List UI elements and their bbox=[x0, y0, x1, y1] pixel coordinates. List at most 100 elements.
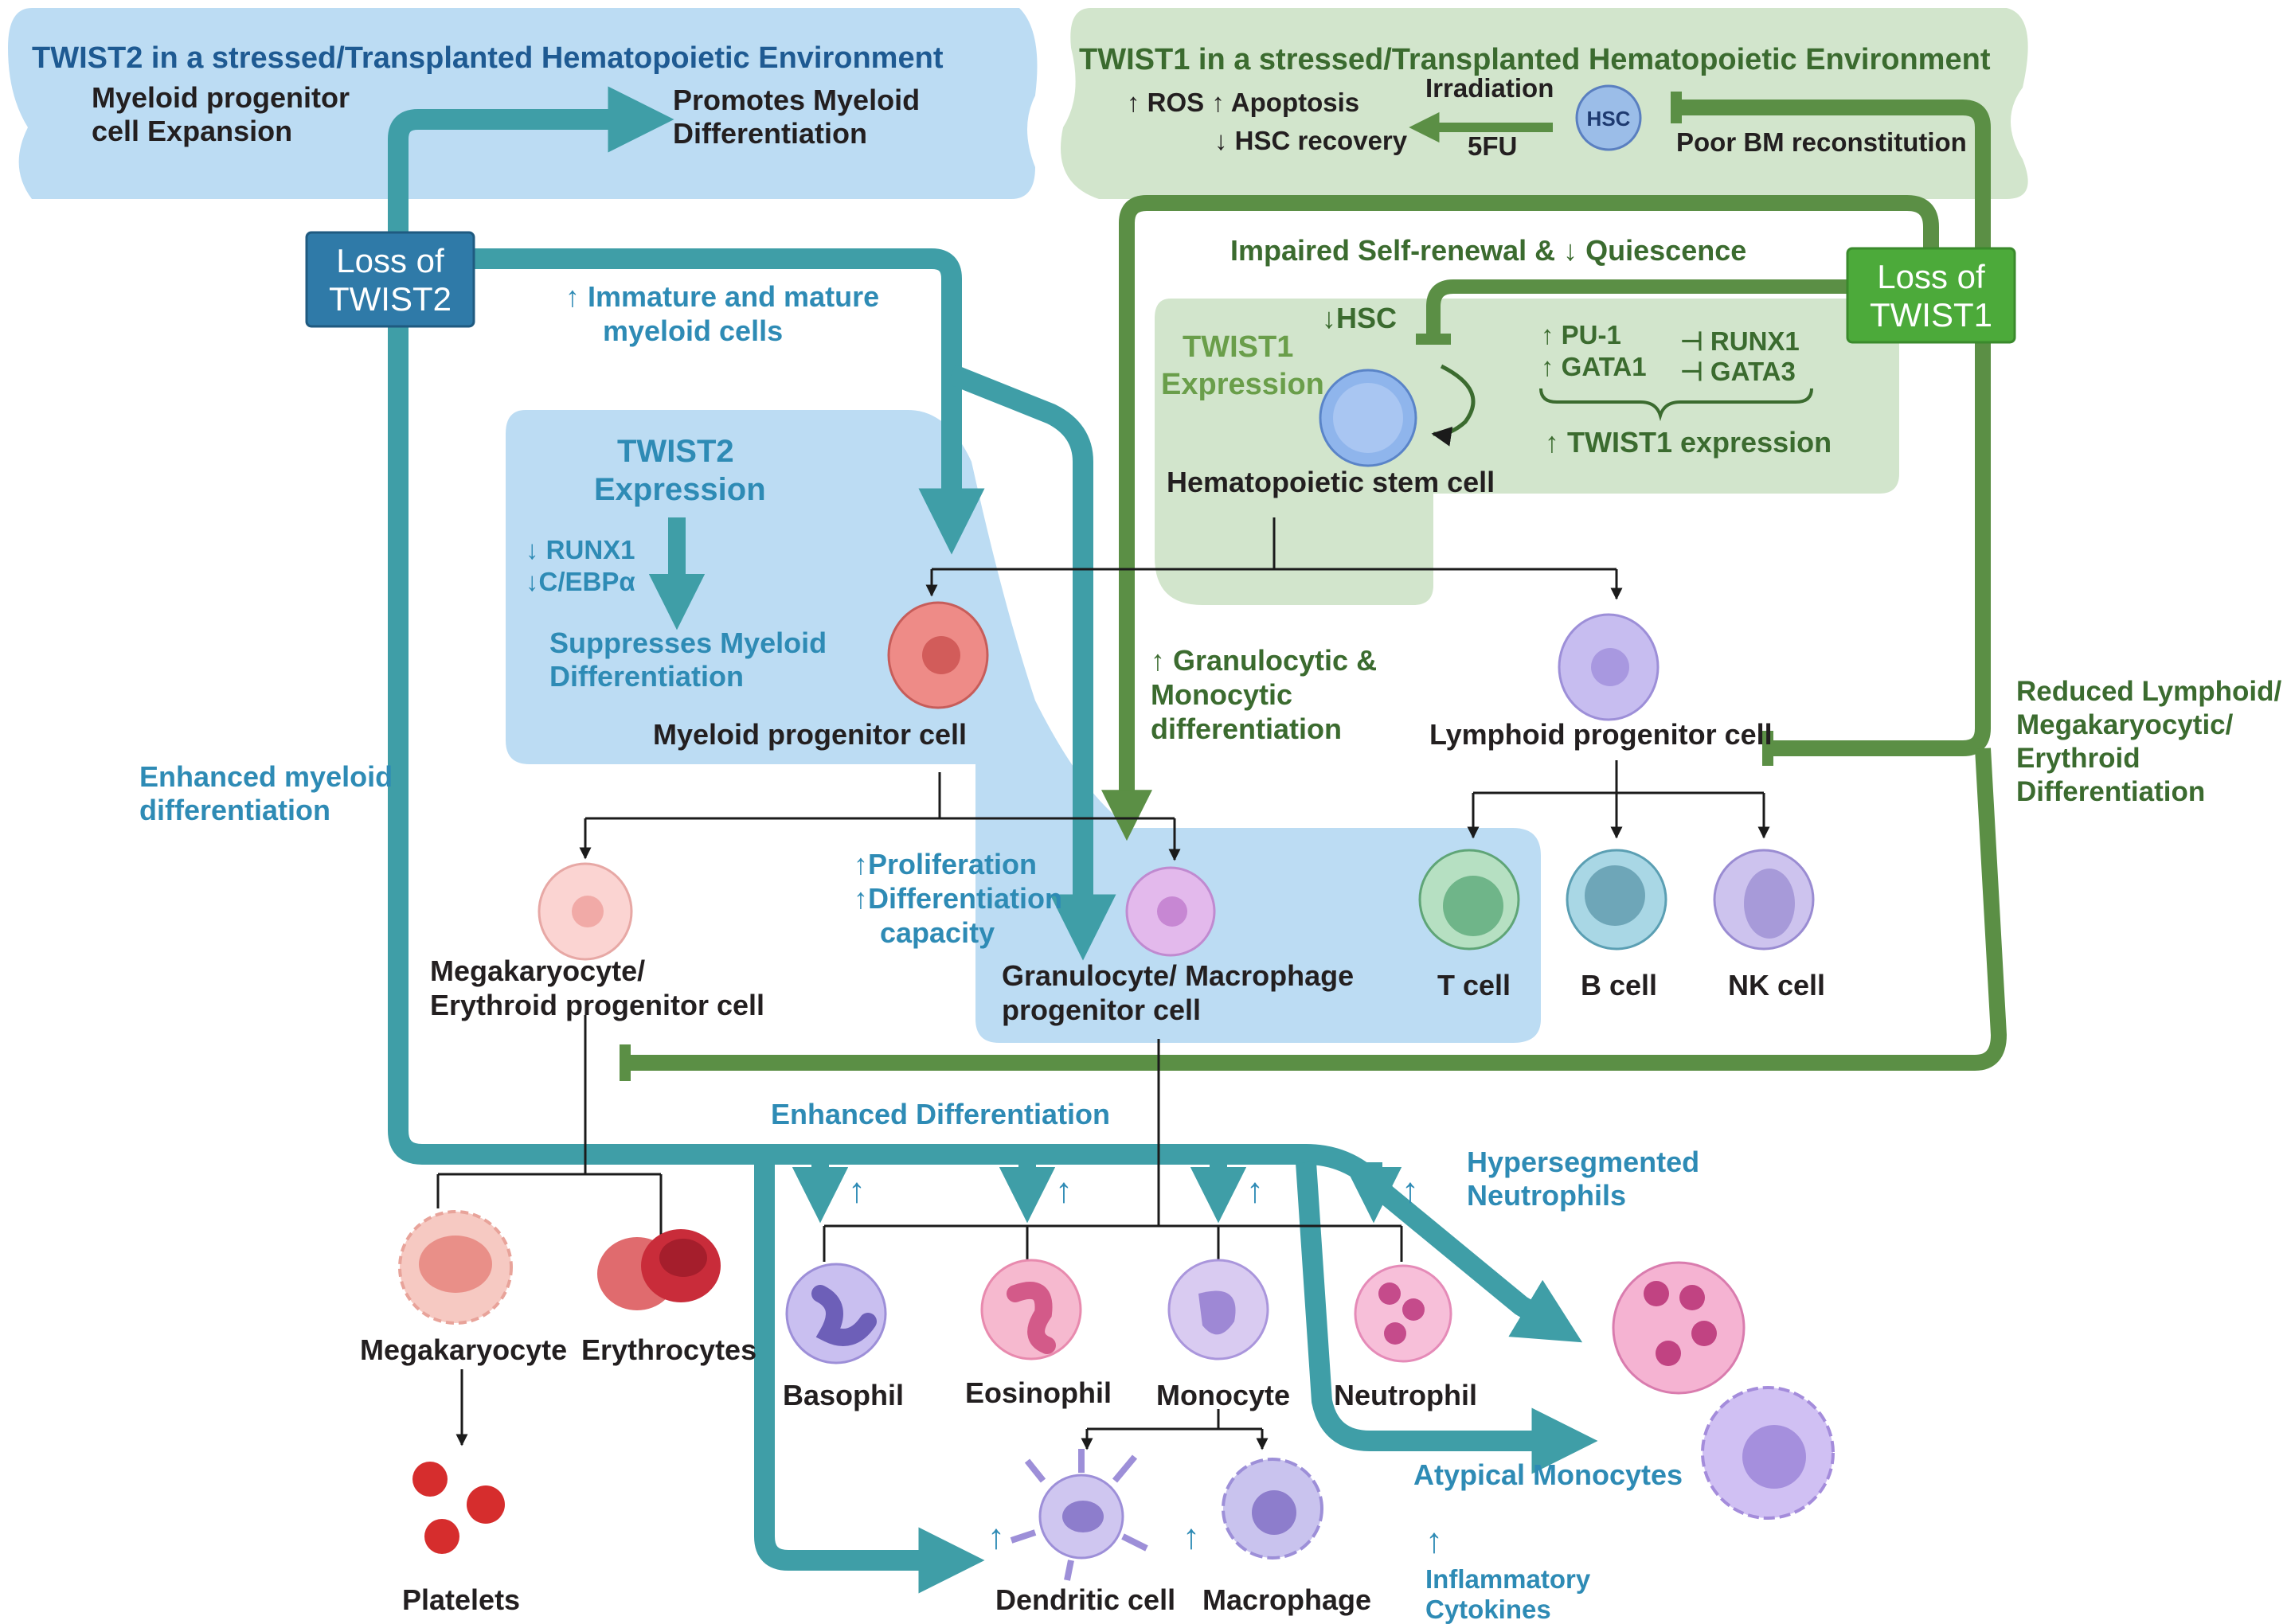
runx1-down-label: ↓ RUNX1 bbox=[526, 535, 635, 564]
hyperseg-line1: Hypersegmented bbox=[1467, 1146, 1699, 1178]
green-inhibit-lymphoid bbox=[1772, 338, 1991, 756]
gmp-cell bbox=[1125, 866, 1216, 957]
twist2-header-left-1: Myeloid progenitor bbox=[92, 81, 350, 114]
twist2-header-bone bbox=[8, 8, 1038, 199]
t-cell-label: T cell bbox=[1437, 969, 1511, 1001]
eosinophil-cell bbox=[980, 1259, 1082, 1360]
twist1-recovery-line: ↓ HSC recovery bbox=[1214, 126, 1408, 155]
twist2-expression-2: Expression bbox=[594, 472, 766, 507]
gran-mono-line1: ↑ Granulocytic & bbox=[1151, 644, 1377, 677]
pu1-label: ↑ PU-1 bbox=[1541, 320, 1621, 349]
eosinophil-label: Eosinophil bbox=[965, 1376, 1112, 1409]
gmp-line1: Granulocyte/ Macrophage bbox=[1002, 959, 1354, 992]
loss-twist1-line2: TWIST1 bbox=[1870, 296, 1992, 334]
hematopoietic-stem-cell bbox=[1319, 364, 1476, 467]
basophil-label: Basophil bbox=[783, 1379, 904, 1411]
hsc-label: Hematopoietic stem cell bbox=[1167, 466, 1495, 498]
reduced-line3: Erythroid bbox=[2016, 743, 2140, 774]
loss-twist1-line1: Loss of bbox=[1877, 258, 1985, 295]
twist2-header-right-1: Promotes Myeloid bbox=[673, 84, 920, 116]
neutrophil-cell bbox=[1354, 1264, 1452, 1363]
hypersegmented-neutrophil-cell bbox=[1612, 1261, 1746, 1395]
green-arrow-to-gmp bbox=[1100, 195, 1939, 841]
nk-cell-label: NK cell bbox=[1728, 969, 1825, 1001]
myeloid-progenitor-cell bbox=[887, 601, 989, 709]
teal-arrow-to-dendritic bbox=[754, 1162, 985, 1594]
prolif-line2: ↑Differentiation bbox=[854, 882, 1062, 915]
macrophage-label: Macrophage bbox=[1202, 1583, 1371, 1616]
teal-arrow-to-gmp bbox=[948, 364, 1116, 961]
loss-twist2-line2: TWIST2 bbox=[329, 280, 452, 318]
up-arrow-macrophage: ↑ bbox=[1183, 1517, 1200, 1556]
twist2-header-right-2: Differentiation bbox=[673, 117, 867, 150]
gata3-inhibit-label: ⊣ GATA3 bbox=[1680, 357, 1796, 386]
reduced-line4: Differentiation bbox=[2016, 776, 2205, 807]
twist1-expression-region bbox=[1155, 299, 1899, 605]
immature-line1: ↑ Immature and mature bbox=[565, 280, 879, 313]
inflam-line2: Cytokines bbox=[1425, 1595, 1551, 1624]
basophil-cell bbox=[785, 1263, 887, 1364]
green-inhibit-hsc bbox=[1426, 279, 1863, 334]
up-arrow-monocyte: ↑ bbox=[1246, 1171, 1264, 1210]
runx1-inhibit-label: ⊣ RUNX1 bbox=[1680, 326, 1800, 356]
b-cell-label: B cell bbox=[1581, 969, 1657, 1001]
green-inhibit-poor-bm bbox=[1680, 100, 1991, 251]
lymphoid-progenitor-cell bbox=[1558, 613, 1660, 721]
immature-line2: myeloid cells bbox=[603, 314, 783, 347]
down-hsc-label: ↓HSC bbox=[1322, 302, 1397, 334]
macrophage-cell bbox=[1222, 1458, 1323, 1560]
reduced-line1: Reduced Lymphoid/ bbox=[2016, 676, 2281, 707]
nk-cell bbox=[1713, 849, 1815, 951]
b-cell bbox=[1566, 849, 1667, 951]
twist1-irradiation: Irradiation bbox=[1425, 73, 1554, 103]
suppress-line2: Differentiation bbox=[549, 660, 744, 693]
platelets-cells bbox=[412, 1462, 505, 1554]
twist2-header-left-2: cell Expansion bbox=[92, 115, 292, 147]
lymphoid-prog-label: Lymphoid progenitor cell bbox=[1429, 718, 1773, 751]
twist1-up-label: ↑ TWIST1 expression bbox=[1545, 426, 1832, 459]
gata1-label: ↑ GATA1 bbox=[1541, 352, 1647, 381]
loss-of-twist2-box: Loss of TWIST2 bbox=[305, 231, 475, 328]
lineage-lines bbox=[436, 517, 1770, 1449]
teal-arrow-to-atypical bbox=[1296, 1161, 1598, 1474]
mep-cell bbox=[538, 862, 633, 961]
bracket-brace bbox=[1539, 388, 1813, 422]
up-arrow-cytokines: ↑ bbox=[1425, 1521, 1443, 1560]
hsc-badge: HSC bbox=[1575, 84, 1642, 151]
prolif-line3: capacity bbox=[880, 916, 995, 949]
up-arrow-dendritic: ↑ bbox=[987, 1517, 1005, 1556]
up-arrow-basophil: ↑ bbox=[848, 1171, 866, 1210]
mep-line1: Megakaryocyte/ bbox=[430, 954, 645, 987]
megakaryocyte-cell bbox=[398, 1210, 513, 1325]
atypical-label: Atypical Monocytes bbox=[1413, 1458, 1683, 1491]
loss-of-twist1-box: Loss of TWIST1 bbox=[1846, 247, 2016, 344]
twist1-header-title: TWIST1 in a stressed/Transplanted Hemato… bbox=[1079, 43, 1991, 76]
gran-mono-line2: Monocytic bbox=[1151, 678, 1292, 711]
dendritic-cell bbox=[1010, 1449, 1148, 1581]
loss-twist2-line1: Loss of bbox=[336, 242, 444, 279]
hyperseg-line2: Neutrophils bbox=[1467, 1179, 1626, 1212]
erythrocytes-cells bbox=[597, 1229, 721, 1310]
enhanced-myeloid-line2: differentiation bbox=[139, 794, 330, 826]
hsc-badge-text: HSC bbox=[1587, 107, 1631, 131]
twist1-expression-1: TWIST1 bbox=[1183, 330, 1293, 364]
green-inhibit-mep bbox=[629, 748, 2007, 1071]
myeloid-prog-label: Myeloid progenitor cell bbox=[653, 718, 967, 751]
monocyte-label: Monocyte bbox=[1156, 1379, 1290, 1411]
t-cell bbox=[1418, 849, 1520, 951]
twist2-header-title: TWIST2 in a stressed/Transplanted Hemato… bbox=[32, 41, 944, 75]
teal-arrow-promotes-myeloid bbox=[388, 86, 674, 247]
twist2-expression-region bbox=[506, 410, 1541, 1043]
neutrophil-label: Neutrophil bbox=[1334, 1379, 1477, 1411]
twist2-expression-1: TWIST2 bbox=[617, 434, 734, 469]
up-arrow-neutrophil: ↑ bbox=[1402, 1171, 1419, 1210]
twist1-5fu: 5FU bbox=[1468, 131, 1517, 161]
twist1-ros-line: ↑ ROS ↑ Apoptosis bbox=[1127, 88, 1359, 117]
platelets-label: Platelets bbox=[402, 1583, 520, 1616]
up-arrow-eosinophil: ↑ bbox=[1055, 1171, 1073, 1210]
reduced-line2: Megakaryocytic/ bbox=[2016, 709, 2234, 740]
cebpa-down-label: ↓C/EBPα bbox=[526, 567, 635, 596]
impaired-label: Impaired Self-renewal & ↓ Quiescence bbox=[1230, 234, 1746, 267]
enhanced-diff-label: Enhanced Differentiation bbox=[771, 1098, 1110, 1130]
